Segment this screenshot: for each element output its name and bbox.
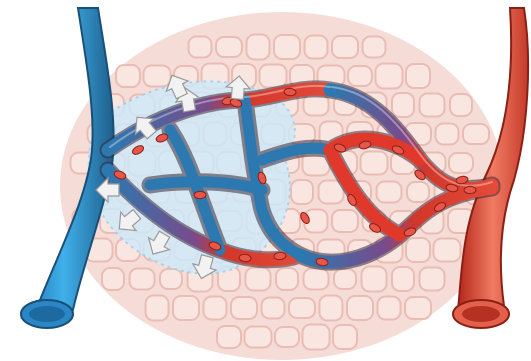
tissue-cell (304, 269, 329, 290)
tissue-cell (362, 267, 387, 292)
tissue-cell (449, 153, 473, 173)
tissue-cell (245, 327, 272, 348)
tissue-cell (217, 326, 241, 348)
tissue-cell (260, 65, 287, 88)
tissue-cell (450, 94, 472, 116)
tissue-cell (434, 239, 461, 262)
tissue-cell (378, 297, 401, 320)
tissue-cell (407, 182, 429, 202)
tissue-cell (303, 325, 330, 350)
tissue-cell (274, 35, 300, 59)
tissue-cell (116, 65, 140, 87)
tissue-cell (262, 298, 285, 319)
tissue-cell (363, 37, 386, 58)
tissue-cell (144, 66, 171, 87)
tissue-cell (160, 269, 182, 289)
tissue-cell (130, 269, 155, 290)
red-blood-cell (464, 186, 476, 193)
tissue-cell (305, 36, 328, 59)
tissue-cell (204, 297, 227, 320)
tissue-cell (347, 296, 373, 320)
tissue-cell (247, 35, 270, 60)
tissue-cell (231, 297, 257, 319)
tissue-cell (420, 268, 445, 291)
tissue-cell (405, 297, 431, 319)
tissue-cell (332, 210, 358, 232)
tissue-cell (333, 325, 357, 349)
tissue-cell (406, 64, 430, 88)
tissue-cell (173, 296, 199, 320)
tissue-cell (376, 64, 403, 89)
tissue-cell (377, 182, 402, 203)
red-blood-cell (194, 191, 206, 198)
tissue-cell (420, 94, 445, 117)
tissue-cell (146, 296, 169, 321)
tissue-cell (332, 36, 358, 58)
tissue-cell (276, 268, 298, 290)
tissue-cell (291, 180, 313, 204)
tissue-cell (392, 267, 414, 291)
tissue-cell (392, 93, 414, 117)
tissue-cell (463, 124, 489, 144)
tissue-cell (216, 37, 242, 57)
tissue-cell (289, 298, 315, 318)
tissue-cell (334, 269, 356, 289)
tissue-cell (348, 66, 372, 86)
tissue-cell (246, 268, 271, 291)
tissue-cell (436, 124, 459, 145)
tissue-cell (406, 238, 430, 262)
tissue-cell (275, 327, 299, 347)
tissue-cell (189, 37, 212, 58)
tissue-cell (102, 268, 124, 290)
tissue-cell (320, 296, 343, 321)
tissue-cell (361, 152, 388, 175)
